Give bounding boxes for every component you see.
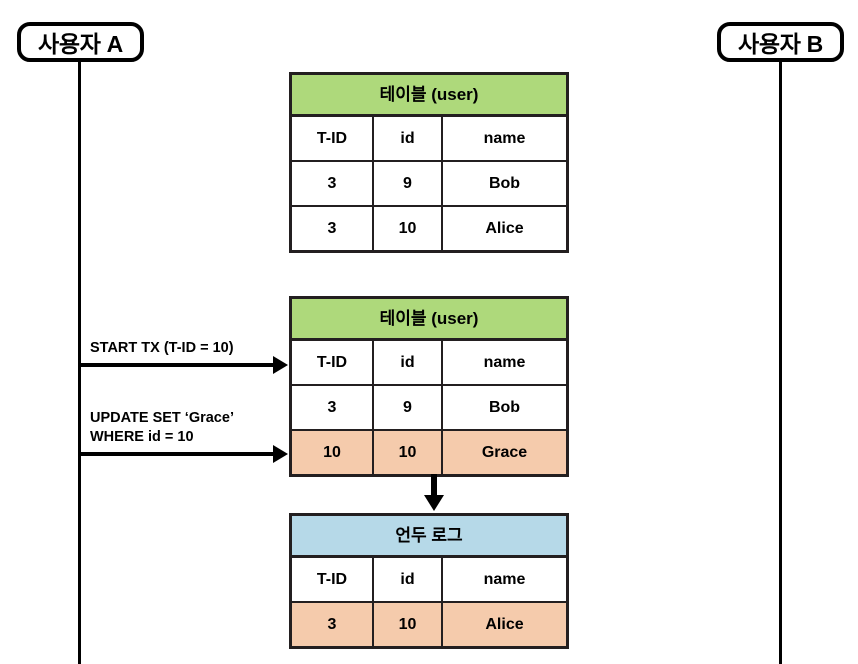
table-user-after: 테이블 (user) T-ID id name 3 9 Bob 10 10 Gr… [289,296,569,477]
arrow-head [424,495,444,511]
cell-name: Bob [488,174,521,192]
column-header-name: name [483,129,526,147]
table-undo-log: 언두 로그 T-ID id name 3 10 Alice [289,513,569,649]
cell-id: 10 [374,431,443,474]
lifeline-user-b [779,58,782,664]
arrow-down-icon [424,474,444,512]
arrow-right-icon [273,445,288,463]
cell-tid: 3 [292,162,374,205]
cell-tid: 3 [292,386,374,429]
lifeline-user-a [78,58,81,664]
table-row: 3 10 Alice [292,207,566,250]
message-arrow-line [79,363,275,367]
actor-box-user-a: 사용자 A [17,22,144,62]
table-row: 3 9 Bob [292,162,566,207]
column-header-tid: T-ID [292,341,374,384]
cell-id: 10 [374,207,443,250]
column-header-id: id [374,117,443,160]
cell-name: Alice [485,219,524,237]
table-row-highlighted: 10 10 Grace [292,431,566,474]
table-title: 언두 로그 [292,516,566,558]
column-header-tid: T-ID [292,117,374,160]
column-header-name: name [483,353,526,371]
message-arrow-line [79,452,275,456]
column-header-tid: T-ID [292,558,374,601]
table-header-row: T-ID id name [292,341,566,386]
table-user-before: 테이블 (user) T-ID id name 3 9 Bob 3 10 Ali… [289,72,569,253]
cell-tid: 3 [292,207,374,250]
cell-tid: 3 [292,603,374,646]
table-header-row: T-ID id name [292,117,566,162]
arrow-shaft [431,474,437,498]
cell-id: 9 [374,162,443,205]
cell-name: Bob [488,398,521,416]
column-header-id: id [374,558,443,601]
message-label-update: UPDATE SET ‘Grace’ WHERE id = 10 [90,410,234,445]
message-label-start-tx: START TX (T-ID = 10) [90,340,234,356]
actor-label-user-a: 사용자 A [38,31,123,57]
table-row: 3 9 Bob [292,386,566,431]
table-title: 테이블 (user) [292,75,566,117]
arrow-right-icon [273,356,288,374]
cell-name: Alice [485,615,524,633]
actor-label-user-b: 사용자 B [738,31,823,57]
cell-name: Grace [481,443,528,461]
cell-id: 9 [374,386,443,429]
table-row-highlighted: 3 10 Alice [292,603,566,646]
cell-id: 10 [374,603,443,646]
column-header-id: id [374,341,443,384]
column-header-name: name [483,570,526,588]
actor-box-user-b: 사용자 B [717,22,844,62]
table-header-row: T-ID id name [292,558,566,603]
table-title: 테이블 (user) [292,299,566,341]
cell-tid: 10 [292,431,374,474]
